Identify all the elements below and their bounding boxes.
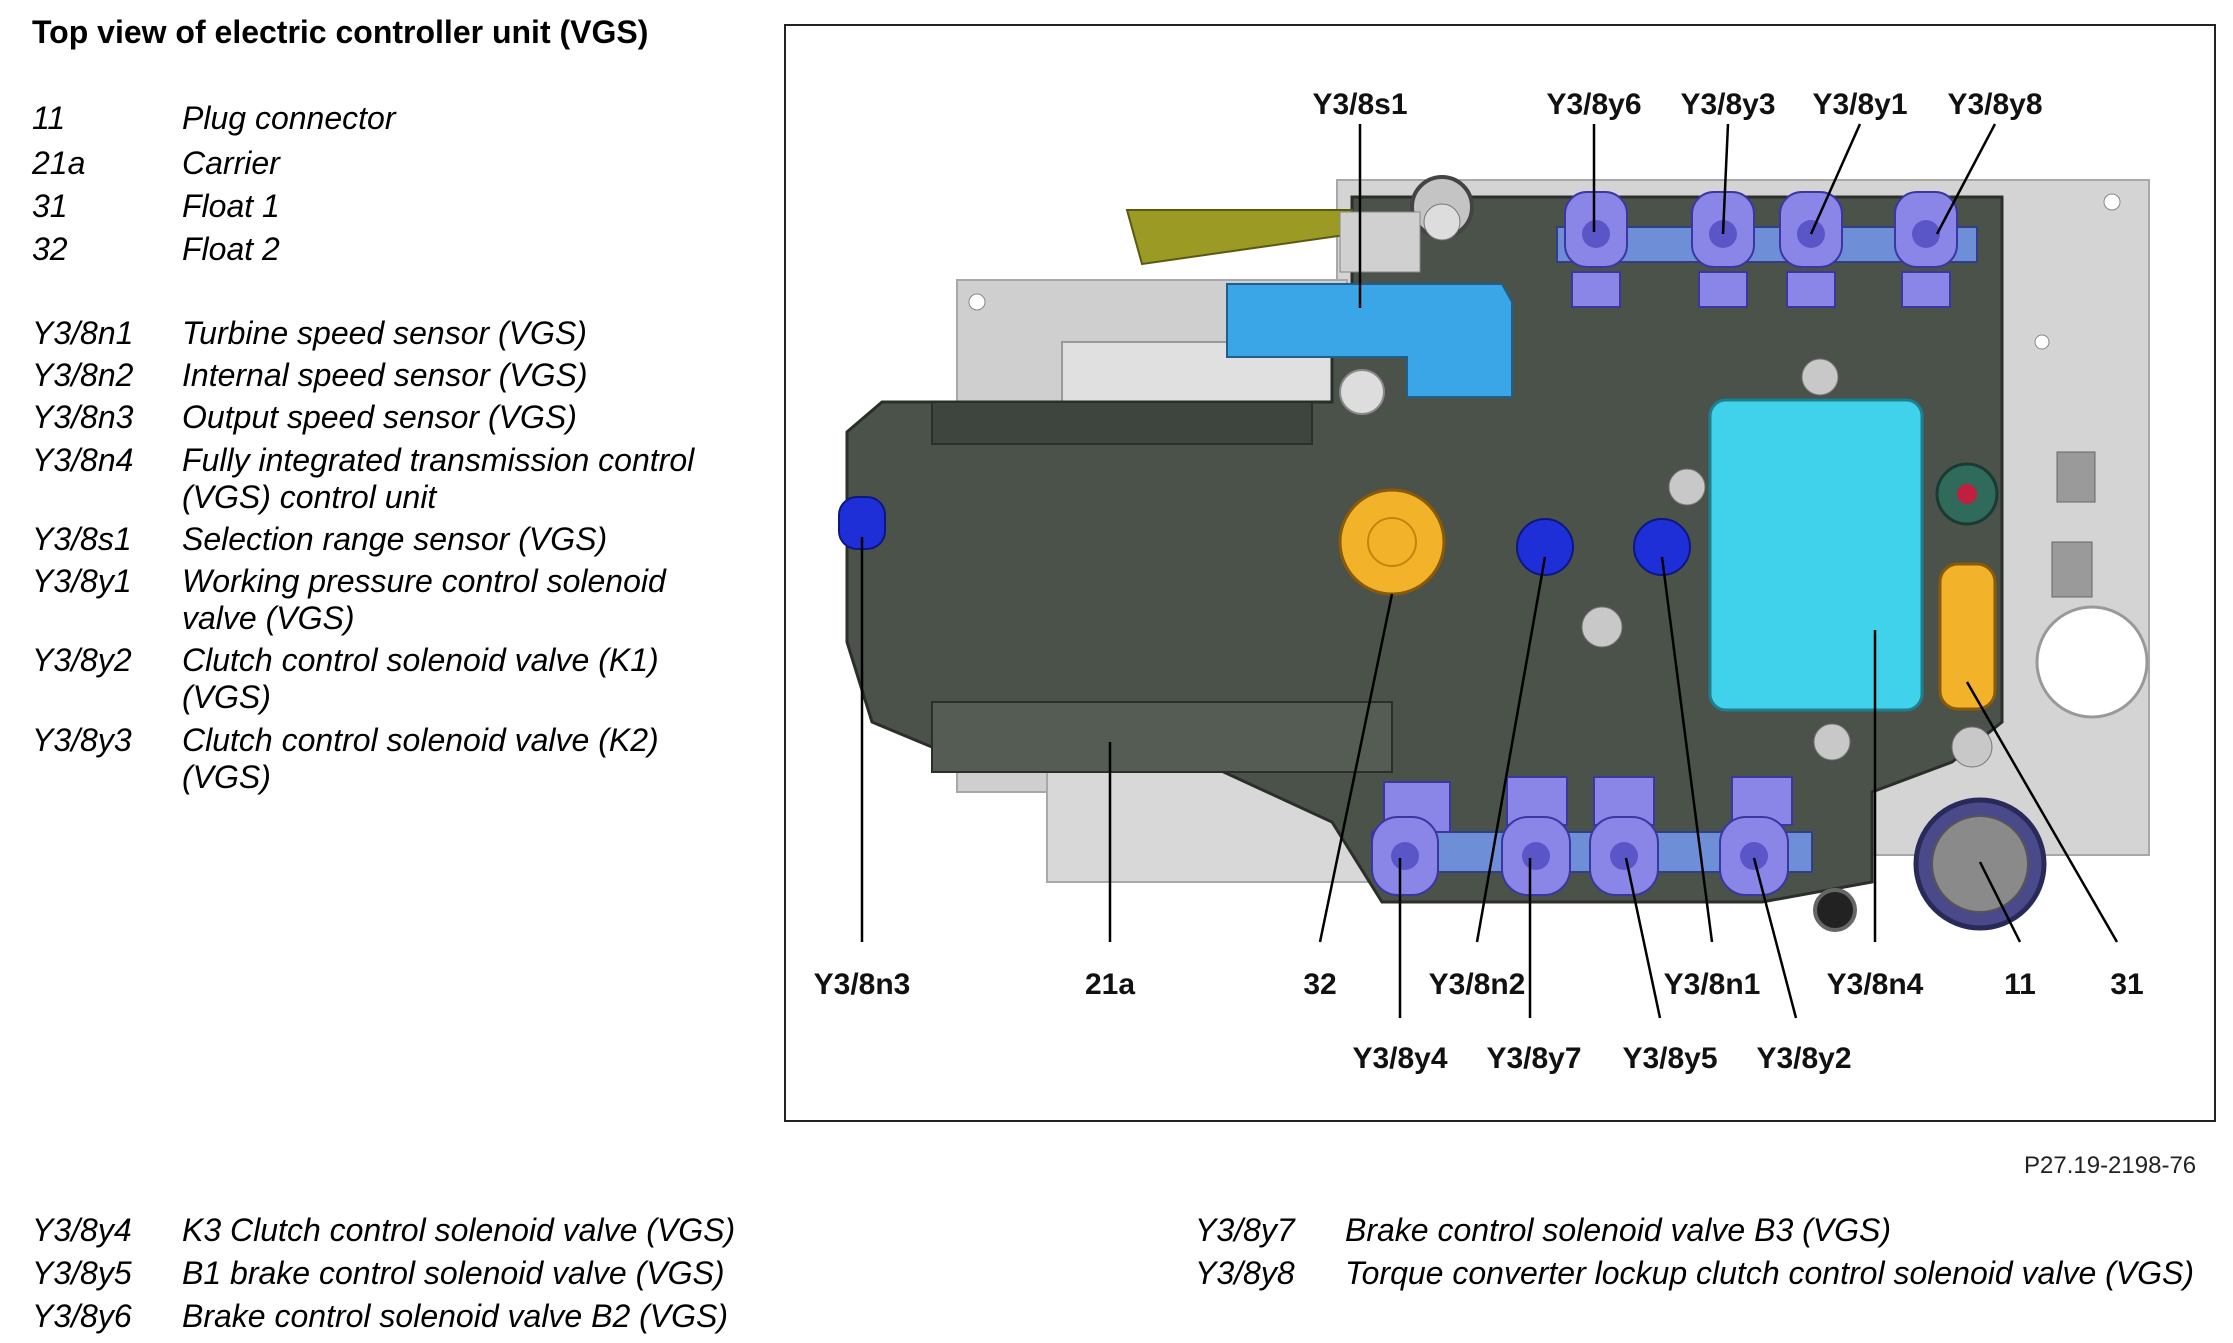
callout-label: Y3/8n2	[1429, 968, 1526, 1001]
reference-number: P27.19-2198-76	[2024, 1152, 2197, 1179]
legend-code: Y3/8n2	[32, 357, 134, 393]
callout-label: Y3/8y2	[1756, 1042, 1851, 1075]
callout-label: Y3/8y4	[1352, 1042, 1447, 1075]
legend-code: 11	[32, 100, 66, 136]
legend-desc: Float 2	[182, 231, 280, 267]
speed-sensor-n2	[1516, 518, 1574, 576]
float-31	[1938, 562, 1997, 711]
legend-code: Y3/8y5	[32, 1255, 132, 1291]
legend-code: Y3/8y8	[1195, 1255, 1295, 1291]
legend-desc: Torque converter lockup clutch control s…	[1345, 1255, 2195, 1291]
bracket	[1125, 209, 1353, 266]
callout-label: Y3/8y6	[1546, 88, 1641, 121]
legend-code: Y3/8n1	[32, 315, 134, 351]
callout-label: Y3/8s1	[1312, 88, 1407, 121]
legend-code: Y3/8y3	[32, 722, 132, 758]
callout-label: Y3/8y8	[1947, 88, 2042, 121]
legend-desc: K3 Clutch control solenoid valve (VGS)	[182, 1212, 736, 1248]
controller-unit-diagram: Y3/8s1 Y3/8y6 Y3/8y3 Y3/8y1 Y3/8y8 Y3/8n…	[814, 88, 2150, 1075]
callout-label: Y3/8y7	[1486, 1042, 1581, 1075]
legend-desc: Turbine speed sensor (VGS)	[182, 315, 587, 351]
legend-code: Y3/8y4	[32, 1212, 132, 1248]
legend-code: Y3/8y6	[32, 1298, 132, 1334]
legend-code: 31	[32, 188, 68, 224]
legend-desc: Output speed sensor (VGS)	[182, 399, 577, 435]
legend-desc: Internal speed sensor (VGS)	[182, 357, 588, 393]
callout-label: Y3/8y3	[1680, 88, 1775, 121]
legend-code: Y3/8y1	[32, 563, 132, 599]
legend-desc: Float 1	[182, 188, 280, 224]
speed-sensor-n1	[1633, 518, 1691, 576]
solenoid-valve-bottom-row	[1371, 776, 1793, 896]
callout-label: Y3/8y5	[1622, 1042, 1717, 1075]
callout-label: Y3/8y1	[1812, 88, 1907, 121]
legend-code: Y3/8n4	[32, 442, 134, 478]
legend-desc: B1 brake control solenoid valve (VGS)	[182, 1255, 725, 1291]
legend-desc: Carrier	[182, 145, 280, 181]
legend-code: Y3/8y7	[1195, 1212, 1295, 1248]
legend-code: Y3/8y2	[32, 642, 132, 678]
solenoid-valve-top-row	[1564, 191, 1958, 308]
page-title: Top view of electric controller unit (VG…	[32, 14, 649, 50]
callout-label: Y3/8n4	[1827, 968, 1924, 1001]
legend-desc: Plug connector	[182, 100, 396, 136]
callout-label: 31	[2110, 968, 2143, 1001]
float-32	[1338, 488, 1446, 596]
legend-code: 32	[32, 231, 68, 267]
leader-lines	[860, 123, 2119, 1019]
callout-label: 21a	[1085, 968, 1135, 1001]
legend-desc: Selection range sensor (VGS)	[182, 521, 608, 557]
selection-range-sensor	[1226, 283, 1513, 398]
legend-desc: Clutch control solenoid valve (K2) (VGS)	[182, 722, 659, 795]
callout-label: 11	[2004, 968, 2036, 1001]
callout-label: 32	[1303, 968, 1336, 1001]
legend-desc: Fully integrated transmission control (V…	[182, 442, 695, 515]
callout-label: Y3/8n3	[814, 968, 911, 1001]
legend-desc: Brake control solenoid valve B2 (VGS)	[182, 1298, 729, 1334]
legend-code: Y3/8n3	[32, 399, 134, 435]
legend-code: Y3/8s1	[32, 521, 132, 557]
legend-code: 21a	[32, 145, 86, 181]
legend-desc: Clutch control solenoid valve (K1) (VGS)	[182, 642, 659, 715]
legend-desc: Brake control solenoid valve B3 (VGS)	[1345, 1212, 1892, 1248]
diagram-frame: Y3/8s1 Y3/8y6 Y3/8y3 Y3/8y1 Y3/8y8 Y3/8n…	[784, 24, 2216, 1122]
control-unit-n4	[1708, 398, 1924, 712]
legend-desc: Working pressure control solenoid valve …	[182, 563, 666, 636]
callout-label: Y3/8n1	[1664, 968, 1761, 1001]
